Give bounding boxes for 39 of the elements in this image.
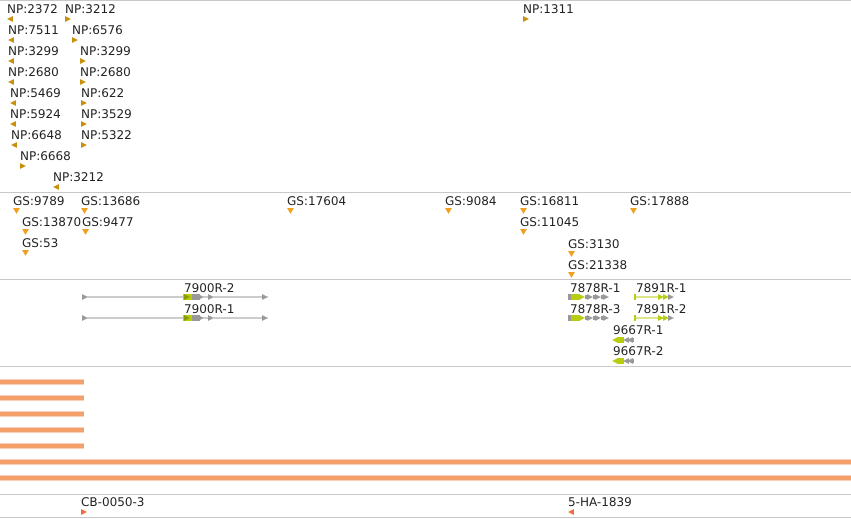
feature-label: NP:3299 [80, 45, 131, 58]
feature-label: GS:17604 [287, 195, 346, 208]
feature-label: GS:13870 [22, 216, 82, 229]
feature-label: GS:21338 [568, 259, 628, 272]
feature-label: 7891R-1 [636, 282, 686, 295]
feature-label: NP:7511 [8, 24, 59, 37]
feature-label: NP:3212 [65, 3, 116, 16]
feature-label: GS:9477 [82, 216, 134, 229]
feature-label: NP:6648 [11, 129, 62, 142]
feature-label: 7878R-3 [570, 303, 620, 316]
feature-label: 7900R-2 [184, 282, 234, 295]
feature-label: 9667R-2 [613, 345, 664, 358]
feature-label: CB-0050-3 [81, 496, 144, 509]
feature-label: NP:6576 [72, 24, 123, 37]
feature-label: NP:5322 [81, 129, 132, 142]
feature-label: NP:2372 [7, 3, 58, 16]
feature-label: GS:17888 [630, 195, 690, 208]
feature-label: GS:16811 [520, 195, 580, 208]
feature-label: NP:622 [81, 87, 124, 100]
feature-label: NP:3299 [8, 45, 59, 58]
feature-label: GS:3130 [568, 238, 620, 251]
feature-label: NP:1311 [523, 3, 574, 16]
feature-label: 5-HA-1839 [568, 496, 632, 509]
feature-label: GS:53 [22, 237, 58, 250]
feature-label: GS:9084 [445, 195, 496, 208]
feature-label: GS:11045 [520, 216, 580, 229]
feature-label: NP:3212 [53, 171, 104, 184]
feature-label: NP:3529 [81, 108, 132, 121]
feature-label: NP:5469 [10, 87, 61, 100]
feature-label: NP:6668 [20, 150, 71, 163]
feature-label: GS:9789 [13, 195, 64, 208]
feature-label: NP:2680 [80, 66, 131, 79]
feature-label: 7891R-2 [636, 303, 686, 316]
feature-label: 7900R-1 [184, 303, 234, 316]
feature-label: NP:2680 [8, 66, 59, 79]
feature-label: 7878R-1 [570, 282, 620, 295]
feature-label: 9667R-1 [613, 324, 664, 337]
feature-label: NP:5924 [10, 108, 61, 121]
feature-label: GS:13686 [81, 195, 140, 208]
